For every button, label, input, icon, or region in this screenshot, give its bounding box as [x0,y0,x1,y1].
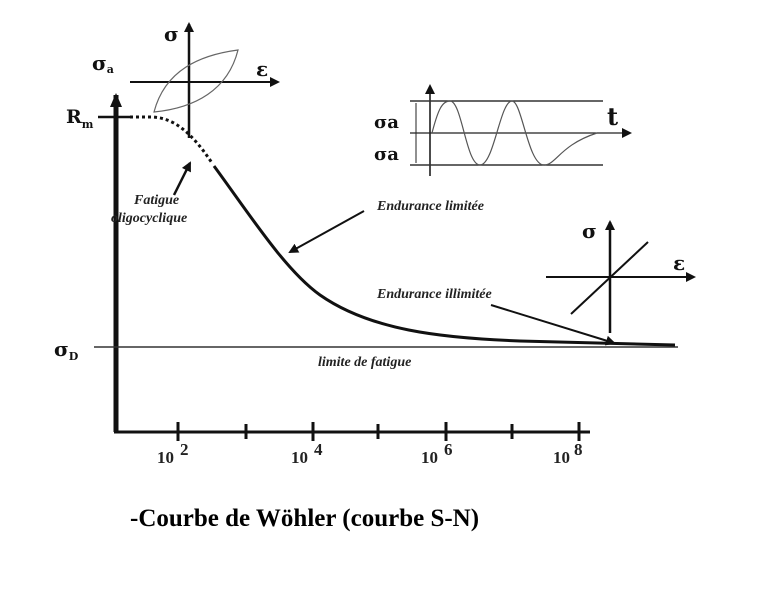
svg-text:σa: σa [374,112,399,133]
limite-fatigue-label: limite de fatigue [318,355,411,370]
svg-text:σa: σa [374,144,399,165]
hysteresis-inset: σ ε [130,22,280,138]
oligocyclique-label: oligocyclique [111,211,187,226]
linear-elastic-inset: σ ε [546,219,696,333]
svg-text:σ: σ [582,219,597,243]
rm-label: Rm [66,106,94,131]
oligocyclic-dotted-curve [130,115,214,164]
endurance-limitee-label: Endurance limitée [376,199,484,214]
fatigue-arrow [172,161,192,196]
signal-inset: σa σa t [374,84,632,176]
fatigue-label: Fatigue [133,193,179,208]
endurance-illimitee-arrow [490,304,616,346]
y-axis-label: σa [92,51,114,76]
endurance-limitee-arrow [288,210,365,253]
svg-text:102: 102 [157,440,189,467]
svg-text:ε: ε [673,251,685,275]
svg-text:σ: σ [164,22,179,46]
figure-caption: -Courbe de Wöhler (courbe S-N) [130,505,479,532]
x-tick-marks [176,422,581,441]
svg-text:104: 104 [291,440,323,467]
svg-text:108: 108 [553,440,583,467]
endurance-illimitee-label: Endurance illimitée [376,287,492,302]
sigma-d-label: σD [54,337,79,363]
svg-text:ε: ε [256,57,268,81]
wohler-curve [212,165,676,347]
svg-text:106: 106 [421,440,453,467]
svg-text:t: t [607,102,618,131]
